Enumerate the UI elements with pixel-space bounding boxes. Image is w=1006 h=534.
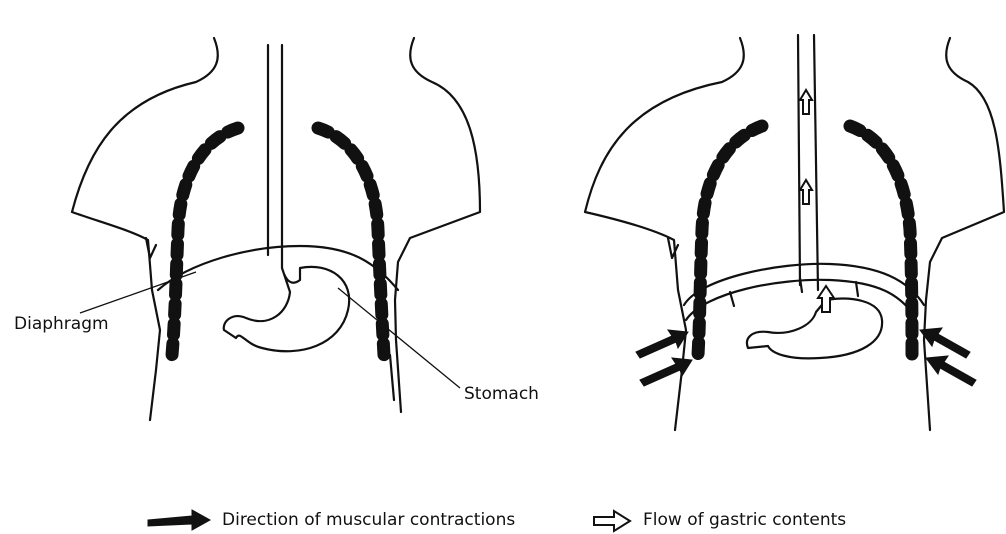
right-flow-arrow-upper	[800, 90, 812, 114]
open-arrow-icon	[594, 511, 630, 531]
left-body-outline	[72, 38, 480, 420]
legend-muscular-contractions: Direction of muscular contractions	[222, 512, 515, 529]
left-ribs-left	[172, 128, 238, 355]
right-esophagus	[798, 35, 818, 290]
right-flow-arrow-lower	[800, 180, 812, 204]
left-ribs-right	[318, 128, 384, 355]
right-contraction-arrow-right-2	[926, 356, 976, 386]
left-esophagus	[268, 45, 282, 268]
stomach-label: Stomach	[464, 386, 539, 403]
legend-gastric-flow: Flow of gastric contents	[643, 512, 846, 529]
solid-arrow-icon	[148, 510, 210, 530]
left-diaphragm-dome	[158, 246, 398, 290]
right-body-outline	[585, 38, 1004, 430]
right-diaphragm-band	[684, 264, 924, 320]
right-contraction-arrow-right-1	[920, 328, 970, 358]
right-torso-figure	[585, 35, 1004, 430]
right-ribs-left	[698, 126, 762, 355]
right-contraction-arrow-left-2	[640, 358, 692, 386]
right-stomach	[747, 299, 882, 359]
right-contraction-arrow-left-1	[636, 330, 688, 358]
left-stomach	[224, 267, 349, 351]
left-torso-figure	[72, 38, 480, 420]
diaphragm-label: Diaphragm	[14, 316, 109, 333]
